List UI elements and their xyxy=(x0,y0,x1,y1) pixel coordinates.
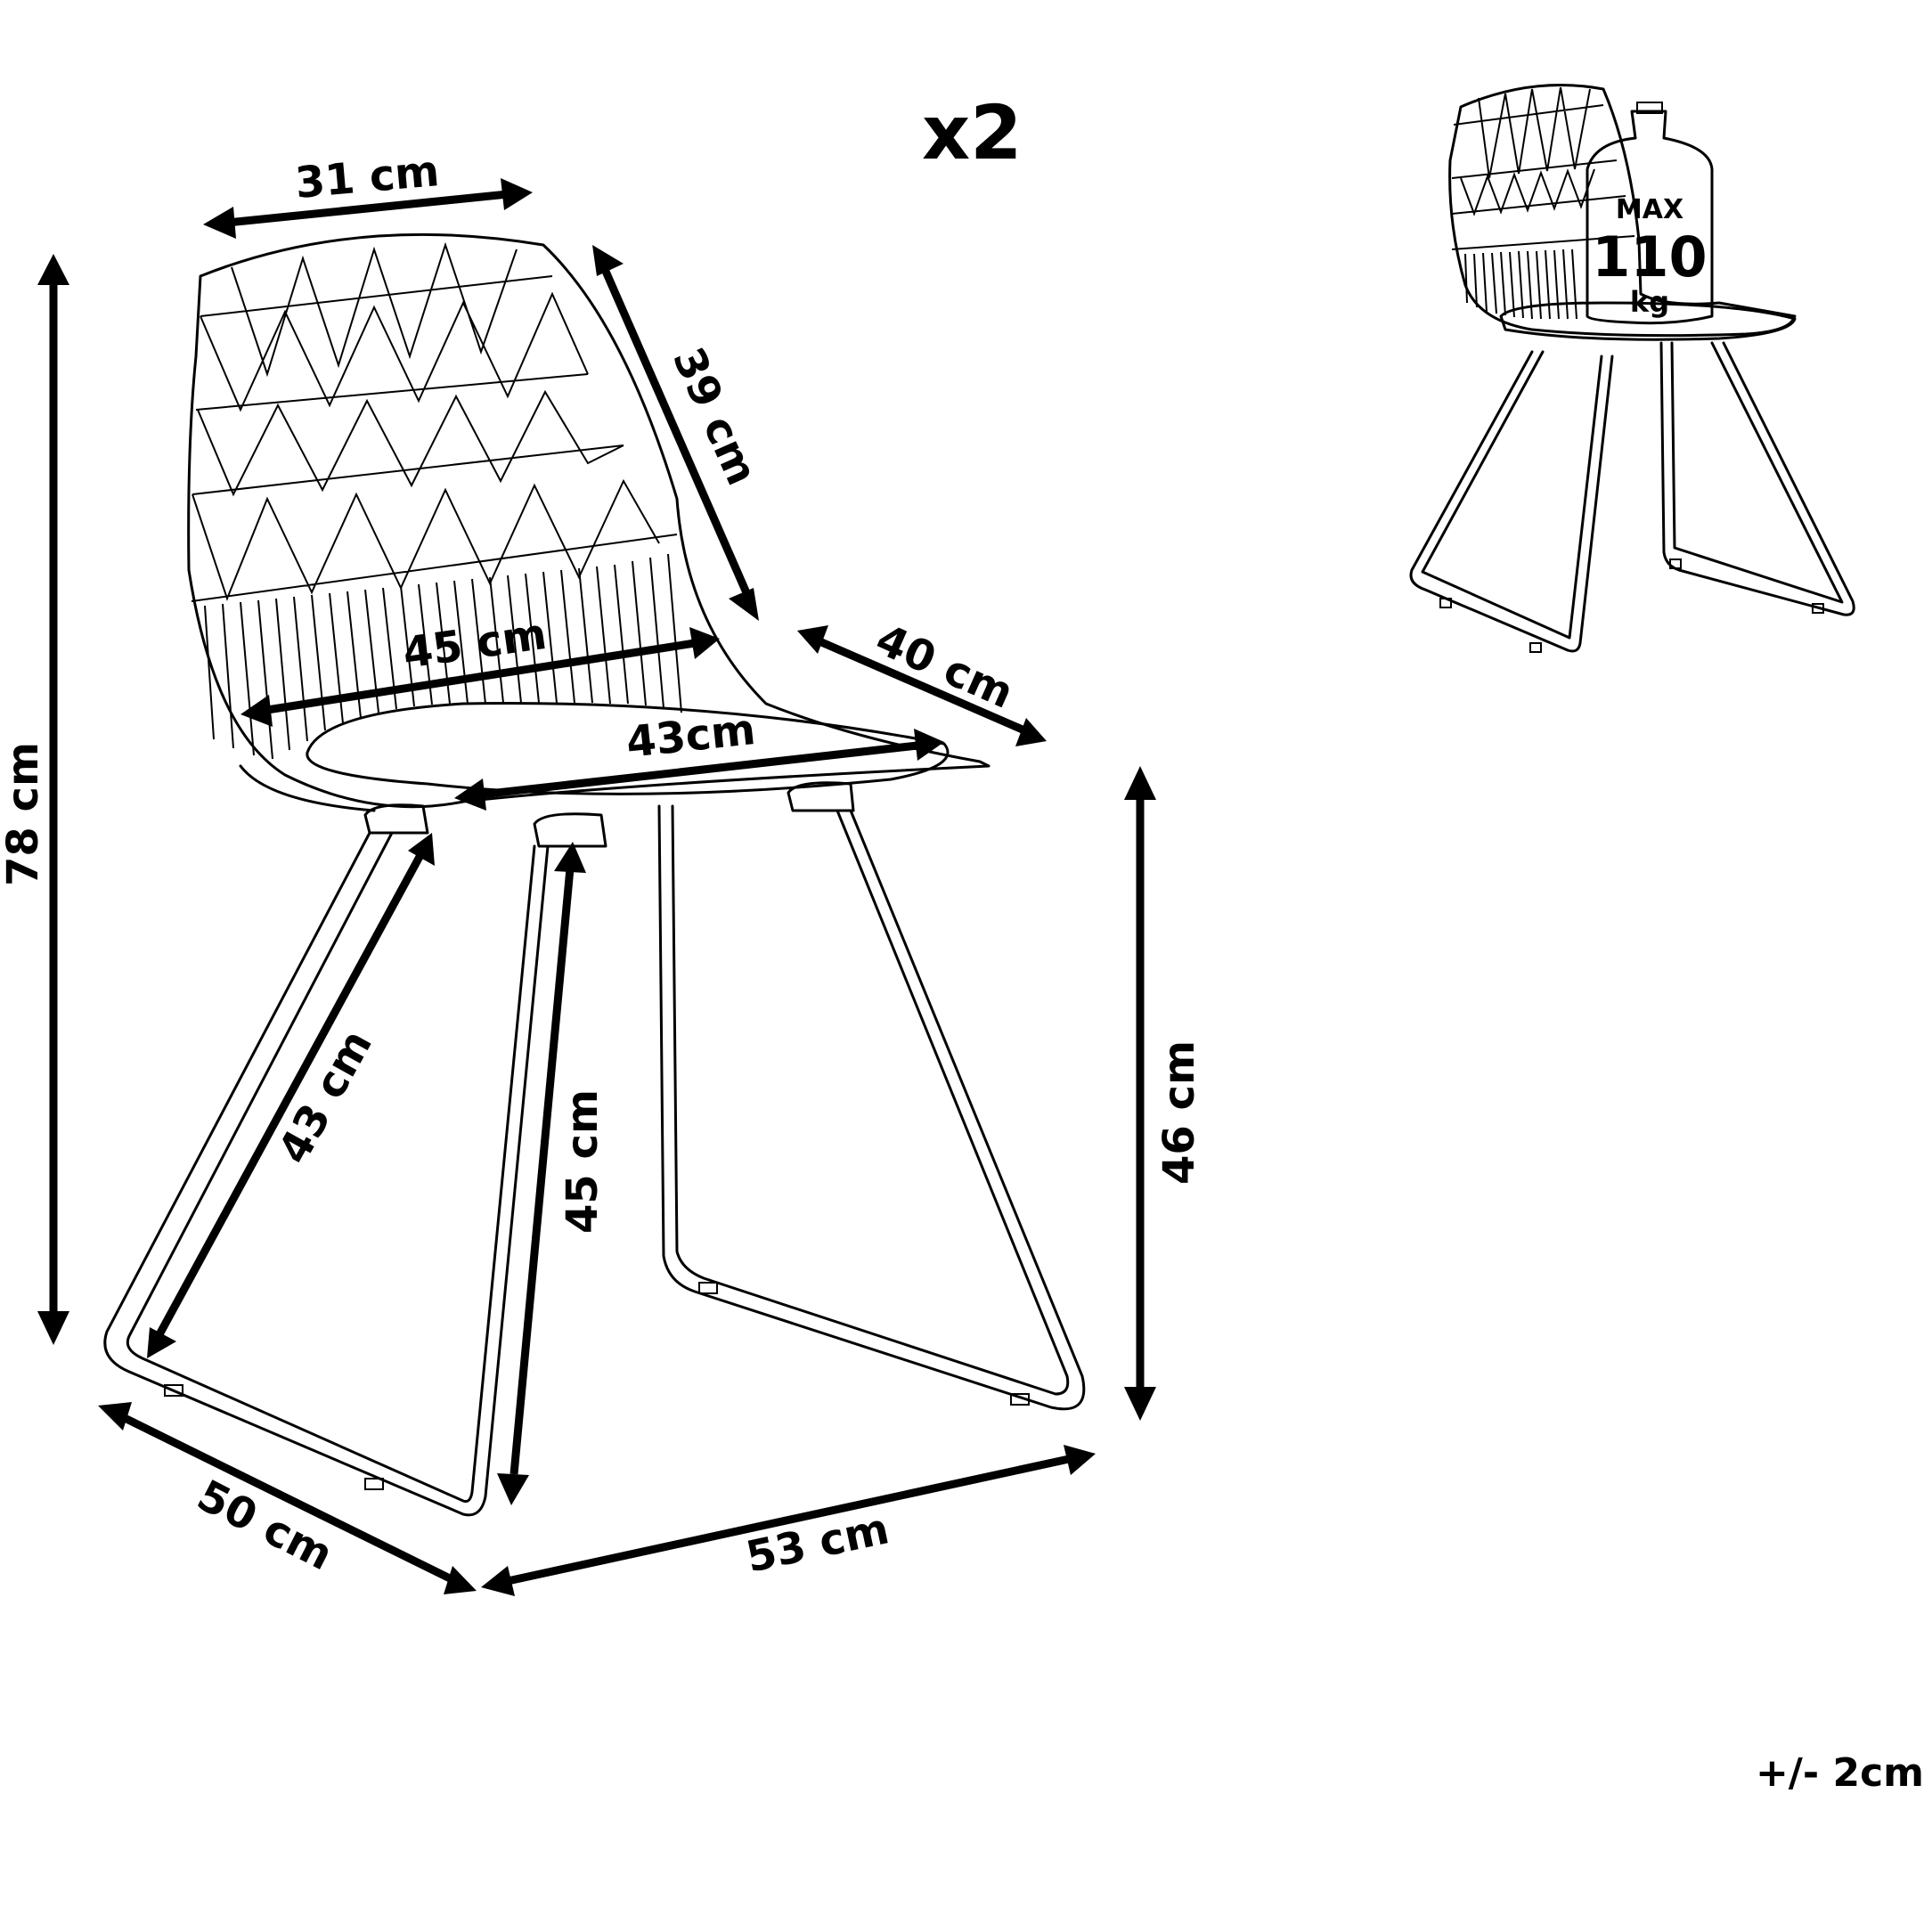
chair-drawing xyxy=(103,232,1086,1517)
label-total-height: 78 cm xyxy=(0,742,48,886)
foot-pad xyxy=(164,1384,183,1397)
small-chair-pattern xyxy=(1451,86,1635,320)
max-label: MAX xyxy=(1616,194,1683,225)
seat-cushion xyxy=(306,702,950,795)
label-seat-width: 43cm xyxy=(624,705,757,768)
max-load-illustration: MAX 110 kg xyxy=(1409,84,1855,653)
leg-mount-front-right xyxy=(533,812,607,848)
tolerance-label: +/- 2cm xyxy=(1756,1750,1924,1796)
label-seat-depth: 40 cm xyxy=(868,615,1021,719)
shell-pattern xyxy=(191,241,678,602)
foot-pad xyxy=(1010,1393,1030,1406)
sled-leg-right xyxy=(657,804,1086,1411)
max-load-unit: kg xyxy=(1630,285,1669,319)
foot-pad xyxy=(364,1478,384,1490)
quantity-label: x2 xyxy=(922,89,1023,176)
shell-lower-edge xyxy=(239,764,376,812)
max-load-value: 110 xyxy=(1592,224,1707,289)
weight-icon xyxy=(1586,110,1714,325)
foot-pad xyxy=(698,1282,718,1294)
sled-leg-left xyxy=(103,831,550,1517)
label-back-depth: 39 cm xyxy=(663,340,767,493)
label-side-leg: 45 cm xyxy=(558,1089,607,1234)
leg-mount-front-left xyxy=(363,803,429,835)
small-chair-legs xyxy=(1409,341,1855,653)
dimension-labels: 31 cm 39 cm 78 cm 45 cm 40 cm 43cm 43 cm… xyxy=(0,146,1204,1583)
shell-ribs xyxy=(204,553,682,760)
chair-shell-outline xyxy=(187,232,990,809)
small-chair-seat xyxy=(1499,301,1797,341)
dimension-arrows xyxy=(37,178,1156,1596)
leg-mount-back xyxy=(787,781,855,812)
label-seat-height: 46 cm xyxy=(1154,1040,1204,1185)
label-back-width: 31 cm xyxy=(293,146,441,208)
